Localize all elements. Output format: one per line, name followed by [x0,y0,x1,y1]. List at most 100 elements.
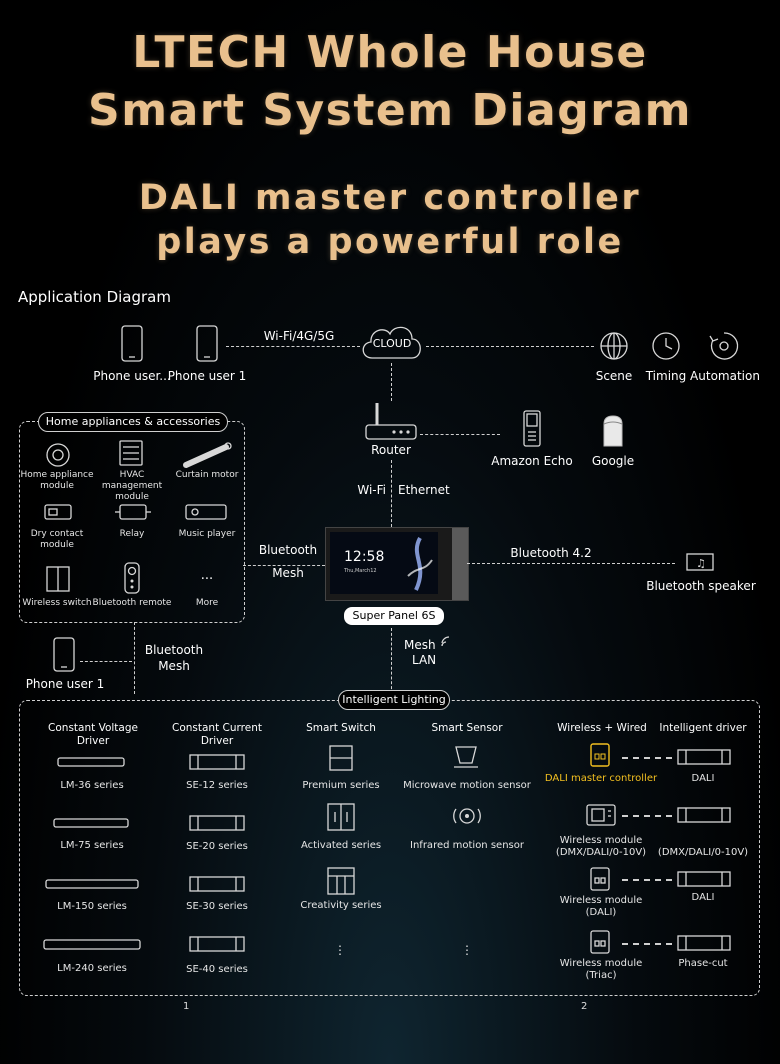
amazon-echo-icon [523,410,541,447]
page-number: 2 [581,1001,588,1012]
appliance-item-label: More [195,598,219,608]
column-header: Smart Switch [306,722,376,734]
dali-master-controller-icon [590,743,610,767]
subtitle-line-1: DALI master controller [138,178,642,218]
intelligent-driver-icon [677,935,731,951]
phone-user-label: Phone user 1 [167,369,247,383]
cv-driver-icon [45,879,139,889]
super-panel-label: Super Panel 6S [344,607,444,625]
wireless-module-icon [586,804,616,826]
driver-label: DALI [691,892,715,903]
intelligent-lighting-title: Intelligent Lighting [338,690,450,710]
link-line [622,757,672,759]
switch-series-label: Creativity series [300,900,382,911]
appliance-module-icon [46,443,70,467]
title-line-2: Smart System Diagram [88,85,692,136]
panel-screen: 12:58 Thu,March12 [330,532,438,594]
switch-series-label: Premium series [302,780,380,791]
section-label: Application Diagram [18,288,171,306]
cv-driver-icon [53,818,129,828]
panel-time: 12:58 [344,549,385,565]
link-line [226,346,360,347]
bluetooth-remote-icon [124,562,140,594]
appliance-item-label: Relay [119,529,145,539]
router-label: Router [371,443,411,457]
dali-master-controller-label: DALI master controller [544,773,658,784]
cv-driver-icon [43,939,141,950]
driver-label: DALI [691,773,715,784]
phone-user-label: Phone user... [93,369,171,383]
cv-driver-icon [57,757,125,767]
clock-icon [652,332,680,360]
appliance-item-label: Curtain motor [175,470,239,480]
dry-contact-icon [44,504,72,520]
phone-icon [53,637,75,672]
link-line [426,346,594,347]
wireless-module-icon [590,930,610,954]
sensor-label: Microwave motion sensor [403,780,531,791]
ellipsis-icon: ⋮ [334,943,346,957]
switch-series-label: Activated series [300,840,382,851]
automation-label: Automation [690,369,760,383]
timing-label: Timing [645,369,687,383]
bluetooth-mesh-label: Mesh [272,566,304,580]
infrared-sensor-icon [453,808,481,824]
link-line [243,565,325,566]
panel-wallpaper-icon [407,537,433,591]
column-header: Wireless + Wired [557,722,647,734]
wireless-module-icon [590,867,610,891]
globe-icon [600,332,628,360]
cc-driver-icon [189,815,245,831]
ethernet-label: Ethernet [398,483,450,497]
music-player-icon [185,504,227,520]
cc-series-label: SE-40 series [186,964,248,975]
cv-series-label: LM-36 series [60,780,124,791]
wireless-switch-icon [46,566,70,592]
title-line-1: LTECH Whole House [132,27,648,78]
wifi-signal-icon [441,636,450,647]
ellipsis-icon: ⋮ [461,943,473,957]
link-line [391,460,392,527]
driver-label: (DMX/DALI/0-10V) [657,847,749,858]
panel-side-bar [452,528,468,600]
link-line [134,622,135,694]
phone-user-label: Phone user 1 [25,677,105,691]
subtitle-line-2: plays a powerful role [156,222,624,262]
link-line [391,363,392,401]
panel-date: Thu,March12 [344,568,377,574]
link-line [467,563,675,564]
cc-driver-icon [189,754,245,770]
column-header: Smart Sensor [431,722,503,734]
wifi-label: Wi-Fi [357,483,386,497]
appliance-item-label: Wireless switch [22,598,92,608]
hvac-icon [119,440,143,466]
link-line [391,628,392,694]
home-appliances-title: Home appliances & accessories [38,412,228,432]
wireless-module-label: Wireless module(DMX/DALI/0-10V) [555,835,647,858]
wifi-link-label: Wi-Fi/4G/5G [263,329,335,343]
curtain-motor-icon [183,442,232,468]
more-icon: ... [200,568,214,583]
driver-label: Phase-cut [678,958,728,969]
svg-text:♫: ♫ [696,557,706,570]
lan-label: LAN [412,653,437,667]
link-line [622,943,672,945]
intelligent-driver-icon [677,871,731,887]
cloud-label: CLOUD [372,337,412,350]
bluetooth-42-label: Bluetooth 4.2 [510,546,592,560]
creativity-switch-icon [327,867,355,895]
sensor-label: Infrared motion sensor [410,840,524,851]
appliance-item-label: Music player [178,529,236,539]
cc-series-label: SE-12 series [186,780,248,791]
intelligent-driver-icon [677,749,731,765]
phone-icon [121,325,143,362]
cc-driver-icon [189,936,245,952]
router-icon [365,403,417,440]
bluetooth-mesh-label: Bluetooth [144,643,204,657]
wireless-module-label: Wireless module(DALI) [559,895,643,918]
